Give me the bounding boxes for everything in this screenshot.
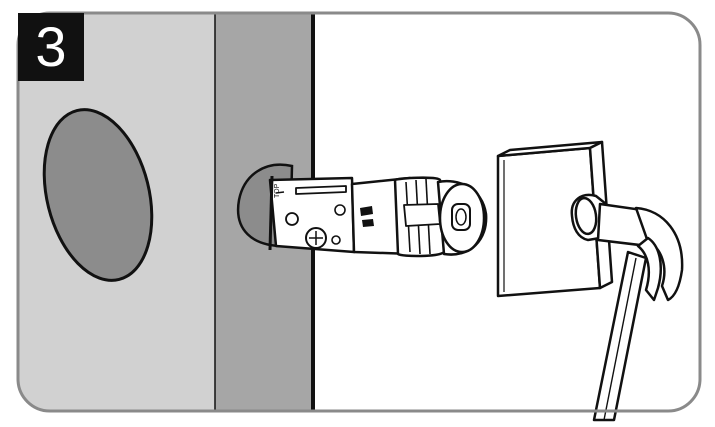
latch-assembly bbox=[268, 175, 488, 258]
frame-border bbox=[16, 11, 702, 413]
latch-top-marking: TOP bbox=[274, 183, 281, 198]
step-number-badge: 3 bbox=[18, 13, 84, 81]
door-bore-hole bbox=[42, 108, 154, 282]
step-number: 3 bbox=[35, 15, 67, 78]
wood-block bbox=[496, 140, 614, 298]
hammer bbox=[570, 193, 684, 422]
